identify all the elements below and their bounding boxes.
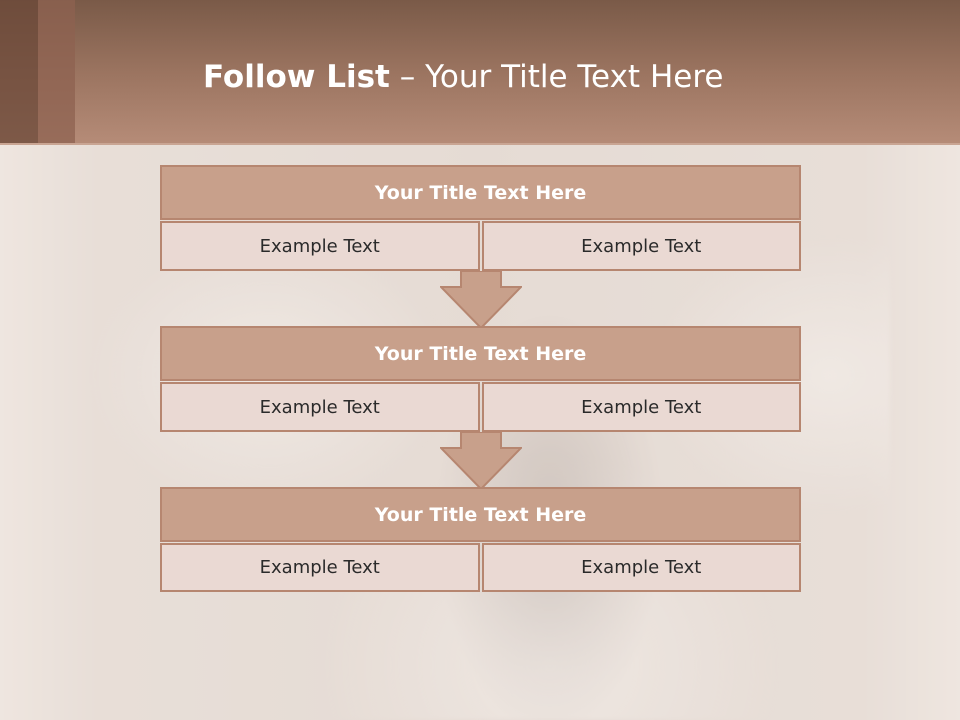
block-cell-left: Example Text: [160, 543, 480, 592]
down-arrow-icon: [440, 271, 522, 329]
block-title: Your Title Text Here: [160, 165, 801, 220]
block-row: Example Text Example Text: [160, 382, 801, 432]
slide-title: Follow List – Your Title Text Here: [203, 56, 723, 98]
list-block: Your Title Text Here Example Text Exampl…: [160, 487, 801, 592]
slide-title-rest: – Your Title Text Here: [389, 59, 724, 95]
header-accent-strip: [38, 0, 75, 145]
header-accent-strip: [0, 0, 38, 145]
block-title: Your Title Text Here: [160, 487, 801, 542]
block-cell-right: Example Text: [481, 221, 801, 271]
list-block: Your Title Text Here Example Text Exampl…: [160, 165, 801, 271]
down-arrow-icon: [440, 432, 522, 490]
header-banner: [0, 0, 960, 145]
block-cell-left: Example Text: [160, 221, 480, 271]
block-cell-right: Example Text: [481, 382, 801, 432]
slide-title-bold: Follow List: [203, 59, 390, 95]
block-cell-left: Example Text: [160, 382, 480, 432]
header-divider: [0, 143, 960, 145]
block-row: Example Text Example Text: [160, 221, 801, 271]
block-cell-right: Example Text: [481, 543, 801, 592]
list-block: Your Title Text Here Example Text Exampl…: [160, 326, 801, 432]
block-row: Example Text Example Text: [160, 543, 801, 592]
block-title: Your Title Text Here: [160, 326, 801, 381]
